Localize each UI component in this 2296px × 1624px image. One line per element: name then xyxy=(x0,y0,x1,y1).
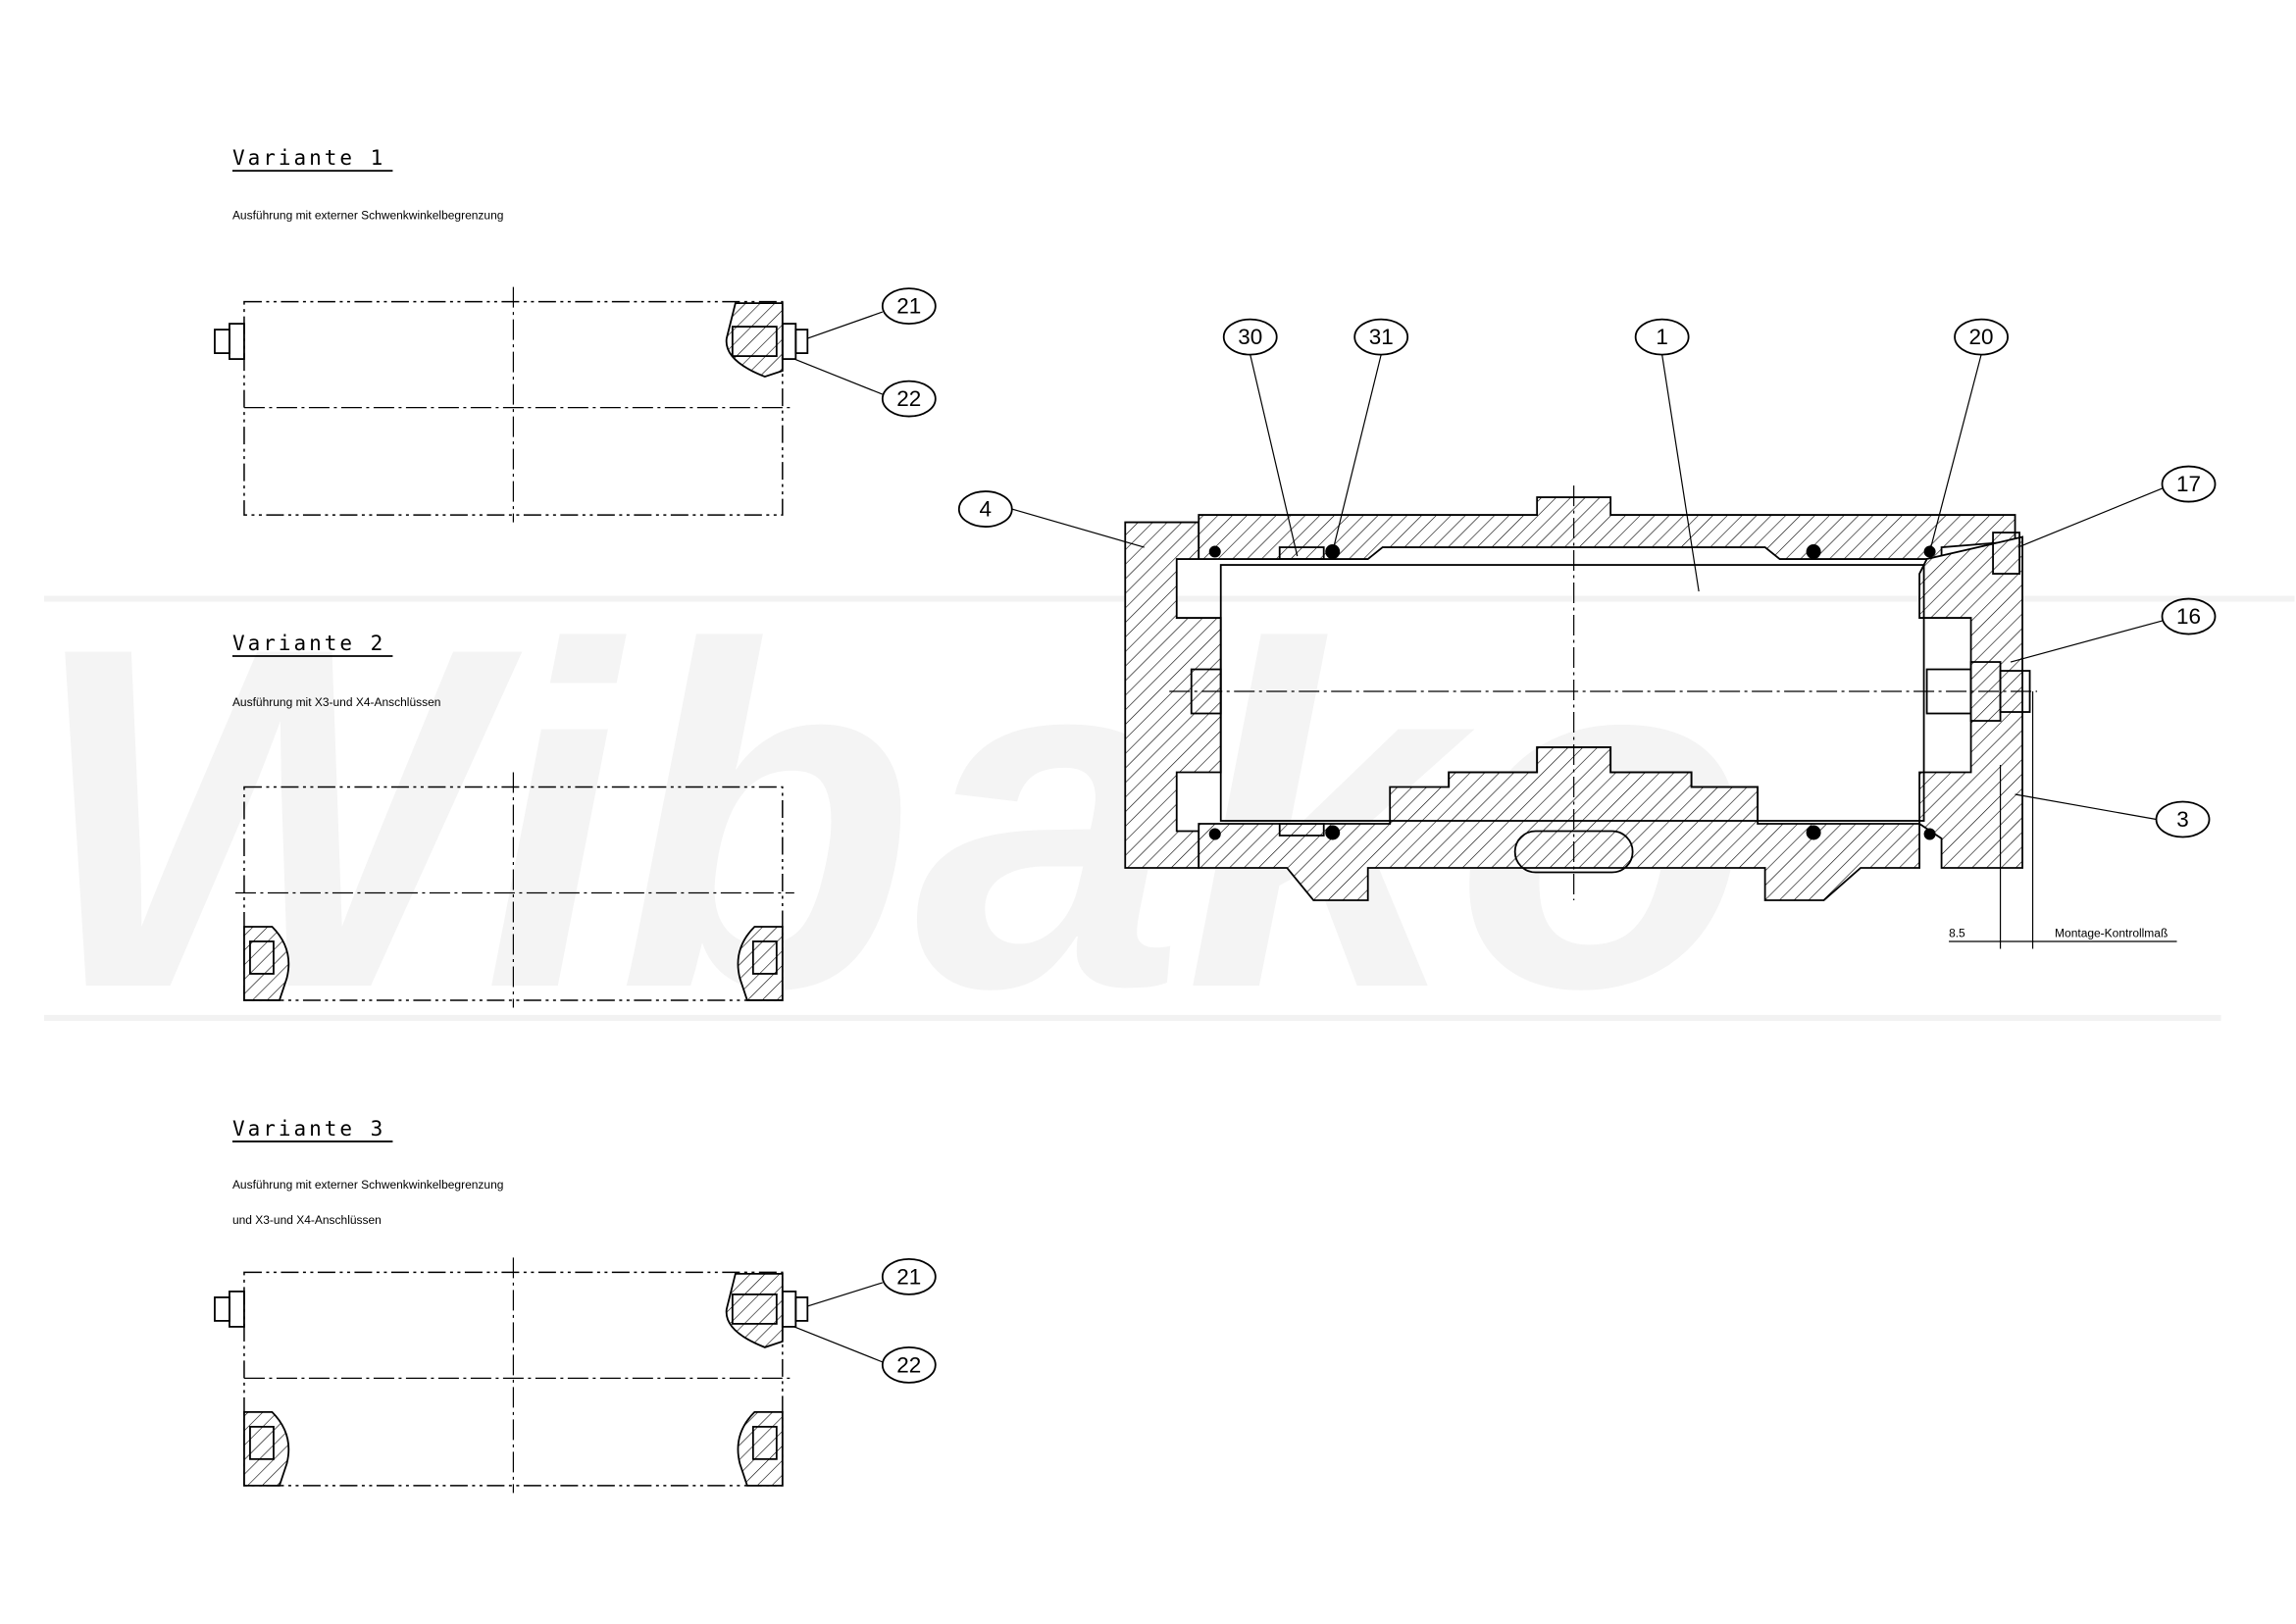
balloon-16: 16 xyxy=(2161,597,2217,635)
variant-1-outline xyxy=(214,286,884,523)
balloon-4: 4 xyxy=(957,490,1013,528)
balloon-1-label: 1 xyxy=(1656,325,1668,349)
balloon-3: 3 xyxy=(2155,800,2211,838)
variant-3-outline xyxy=(214,1257,884,1494)
balloon-16-label: 16 xyxy=(2176,604,2201,629)
balloon-31-label: 31 xyxy=(1369,325,1394,349)
balloon-17-label: 17 xyxy=(2176,472,2201,496)
balloon-30: 30 xyxy=(1222,318,1278,356)
main-section-view: 8.5 Montage-Kontrollmaß 30 31 1 20 17 16… xyxy=(957,318,2217,949)
balloon-21: 21 xyxy=(881,1258,937,1295)
balloon-20-label: 20 xyxy=(1969,325,1994,349)
balloon-21-label: 21 xyxy=(896,294,921,319)
variant-3-description-1: Ausführung mit externer Schwenkwinkelbeg… xyxy=(232,1178,503,1192)
variant-3-description-2: und X3-und X4-Anschlüssen xyxy=(232,1213,382,1227)
variant-1-description: Ausführung mit externer Schwenkwinkelbeg… xyxy=(232,209,503,223)
balloon-20: 20 xyxy=(1954,318,2009,356)
dimension-label: Montage-Kontrollmaß xyxy=(2055,926,2168,939)
variant-1-title: Variante 1 xyxy=(232,146,385,170)
balloon-4-label: 4 xyxy=(980,497,993,522)
balloon-21: 21 xyxy=(881,287,937,326)
variant-3: Variante 3 Ausführung mit externer Schwe… xyxy=(214,1117,937,1494)
variant-2-title: Variante 2 xyxy=(232,632,385,655)
balloon-1: 1 xyxy=(1634,318,1690,356)
balloon-17: 17 xyxy=(2161,465,2217,503)
balloon-22-label: 22 xyxy=(896,1352,921,1377)
balloon-22: 22 xyxy=(881,380,937,418)
variant-3-title: Variante 3 xyxy=(232,1117,385,1141)
variant-2-description: Ausführung mit X3-und X4-Anschlüssen xyxy=(232,695,441,709)
balloon-3-label: 3 xyxy=(2176,807,2189,832)
balloon-30-label: 30 xyxy=(1238,325,1262,349)
balloon-22: 22 xyxy=(881,1345,937,1384)
dimension-value: 8.5 xyxy=(1949,926,1965,939)
balloon-21-label: 21 xyxy=(896,1264,921,1289)
variant-1: Variante 1 Ausführung mit externer Schwe… xyxy=(214,146,937,523)
variant-2: Variante 2 Ausführung mit X3-und X4-Ansc… xyxy=(232,632,794,1008)
balloon-22-label: 22 xyxy=(896,386,921,411)
variant-2-outline xyxy=(234,772,794,1008)
balloon-31: 31 xyxy=(1353,318,1409,356)
